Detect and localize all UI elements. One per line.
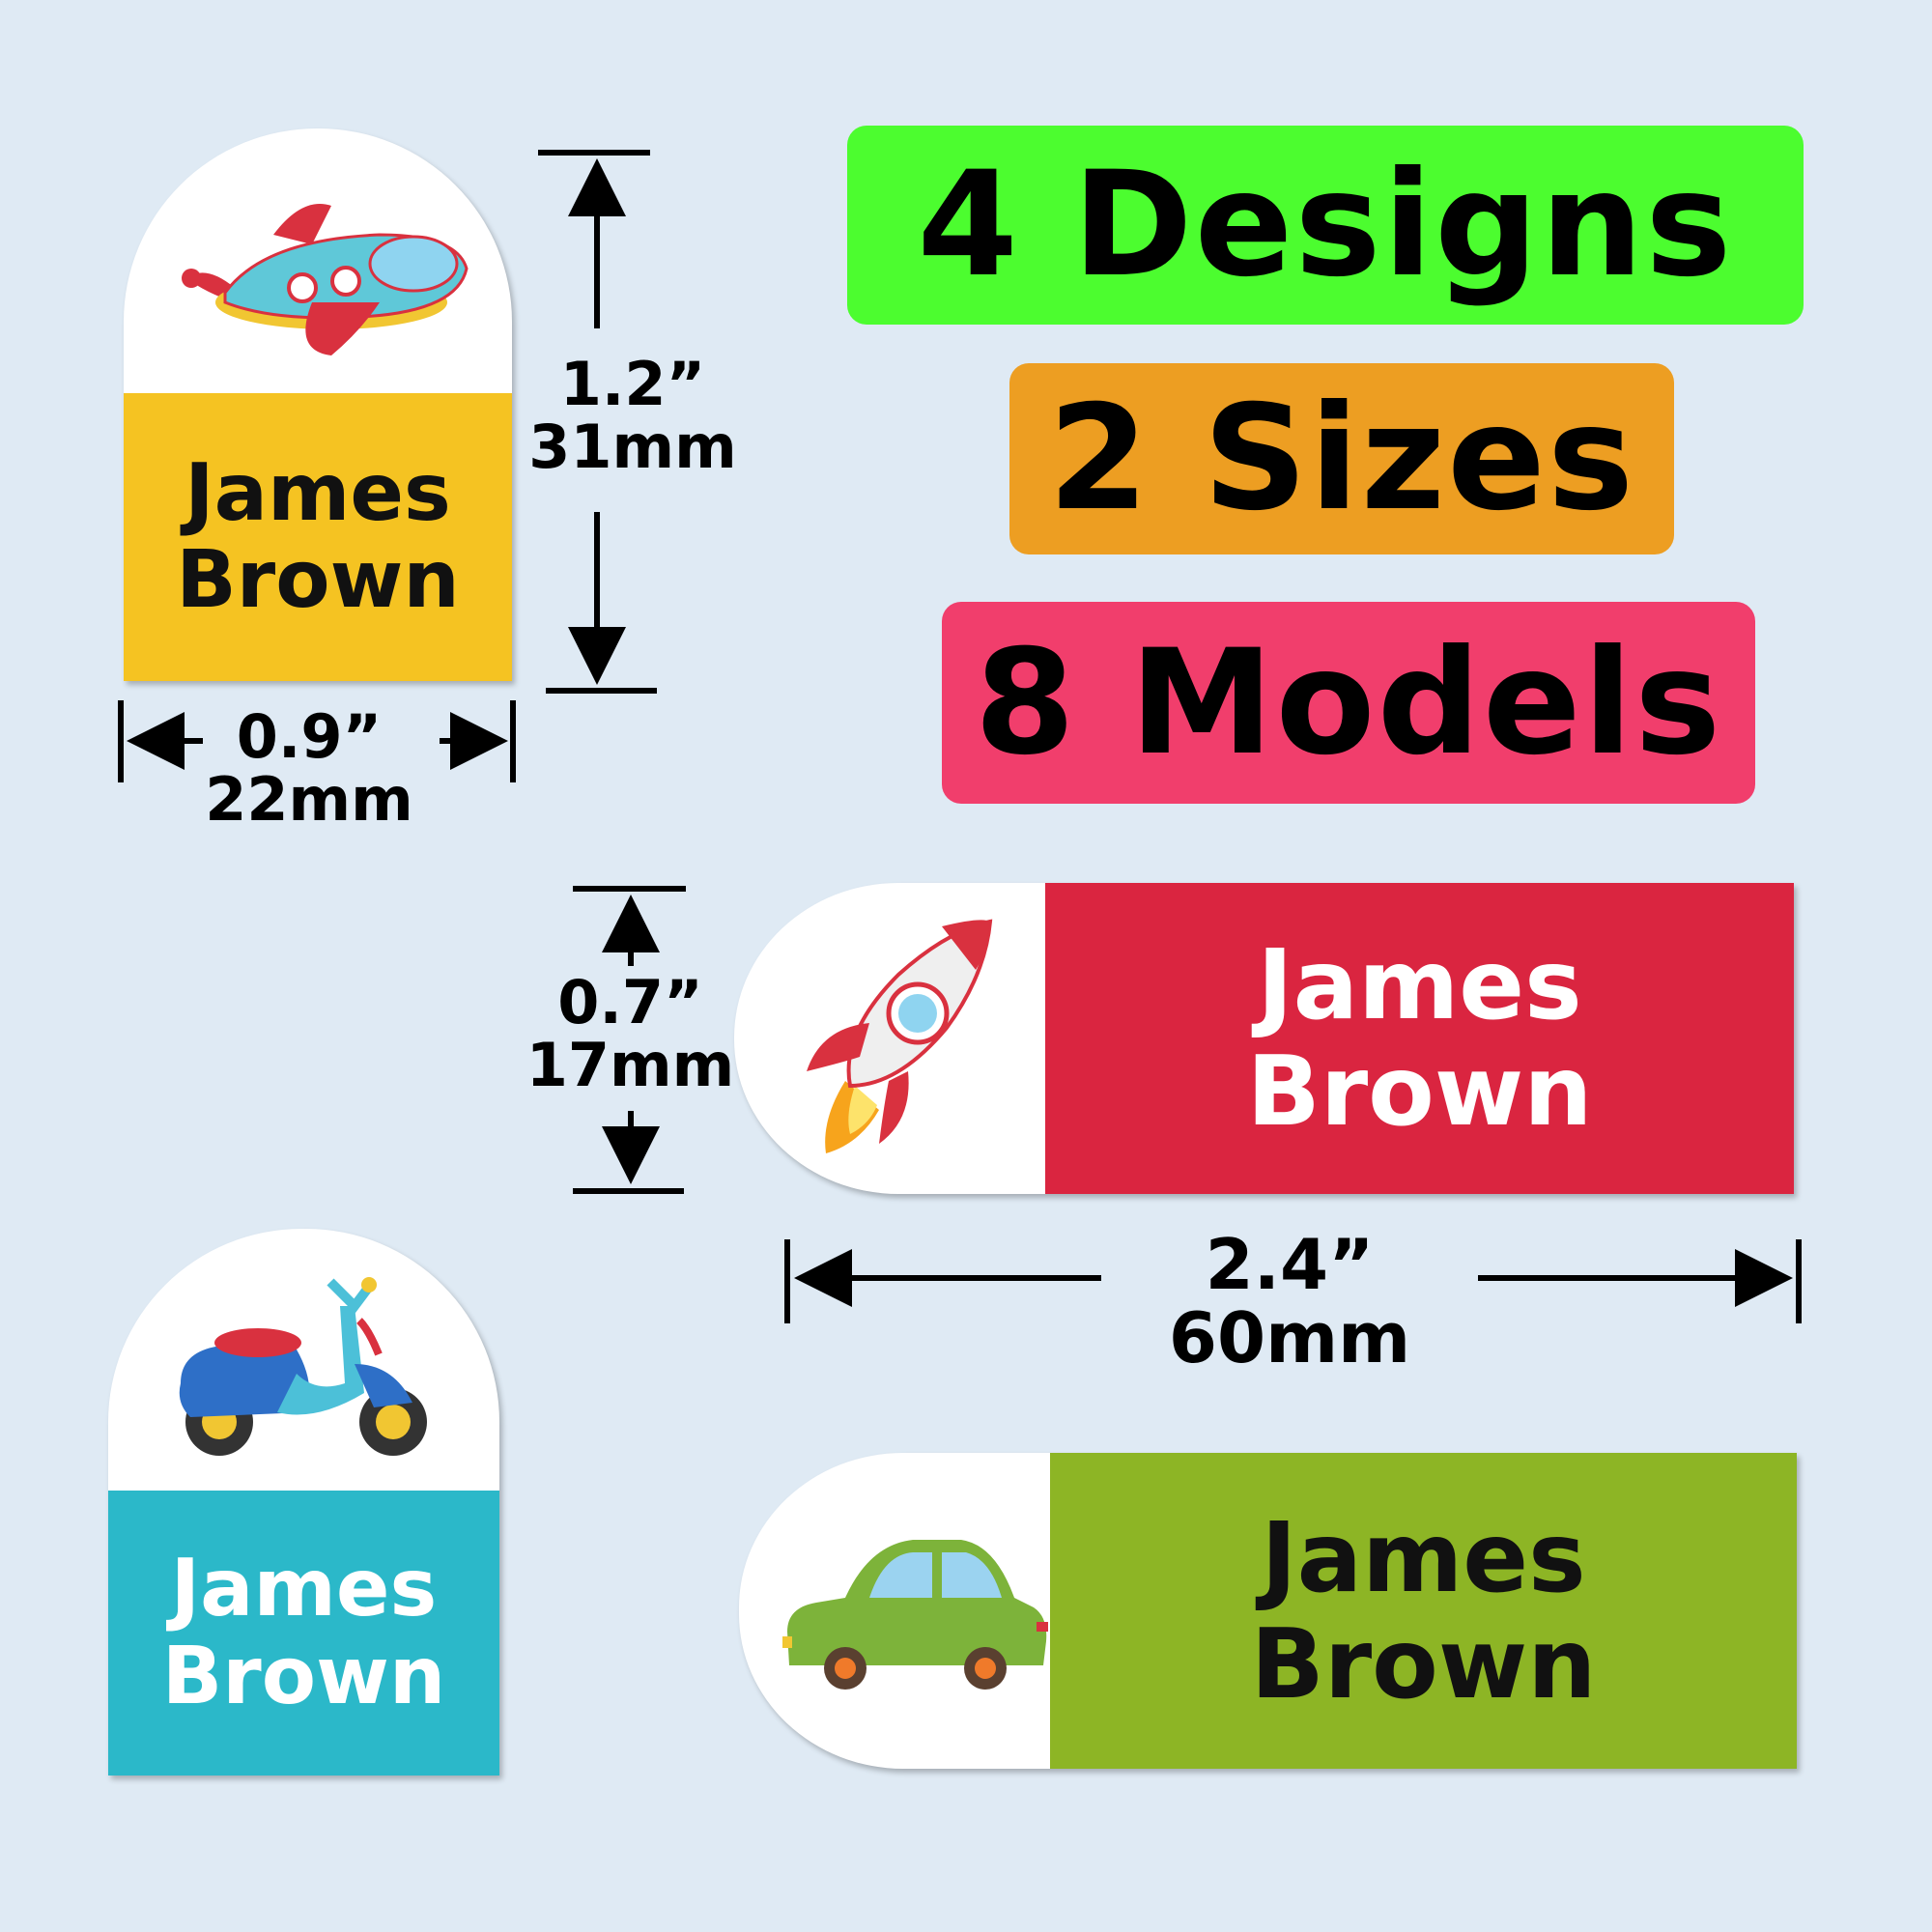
label-scooter-band: James Brown bbox=[108, 1491, 499, 1776]
label-rocket: James Brown bbox=[734, 883, 1794, 1194]
large-width-inches: 2.4” bbox=[1205, 1224, 1375, 1305]
label-name-first: James bbox=[170, 1543, 438, 1635]
sizes-badge: 2 Sizes bbox=[1009, 363, 1674, 554]
label-name-last: Brown bbox=[1250, 1606, 1597, 1720]
small-height-dimension: 1.2” 31mm bbox=[522, 353, 744, 478]
small-width-mm: 22mm bbox=[205, 764, 413, 836]
airplane-icon bbox=[167, 196, 476, 360]
label-airplane: James Brown bbox=[124, 128, 512, 681]
large-height-inches: 0.7” bbox=[557, 967, 703, 1037]
large-width-dimension: 2.4” 60mm bbox=[1140, 1224, 1439, 1378]
label-name-last: Brown bbox=[1246, 1035, 1593, 1148]
label-name-first: James bbox=[185, 446, 451, 539]
small-width-inches: 0.9” bbox=[236, 701, 383, 772]
label-name-last: Brown bbox=[161, 1630, 446, 1722]
small-width-dimension: 0.9” 22mm bbox=[193, 705, 425, 831]
small-height-mm: 31mm bbox=[528, 412, 737, 483]
label-scooter: James Brown bbox=[108, 1229, 499, 1776]
label-car-band: James Brown bbox=[1050, 1453, 1797, 1769]
large-height-mm: 17mm bbox=[526, 1030, 735, 1101]
scooter-icon bbox=[161, 1267, 441, 1461]
label-airplane-band: James Brown bbox=[124, 393, 512, 681]
small-height-inches: 1.2” bbox=[559, 349, 706, 419]
rocket-icon bbox=[792, 917, 1005, 1158]
label-car: James Brown bbox=[739, 1453, 1797, 1769]
car-icon bbox=[778, 1525, 1053, 1690]
label-name-first: James bbox=[1261, 1500, 1586, 1614]
large-height-dimension: 0.7” 17mm bbox=[507, 971, 753, 1096]
designs-badge: 4 Designs bbox=[847, 126, 1804, 325]
label-rocket-band: James Brown bbox=[1045, 883, 1794, 1194]
large-width-mm: 60mm bbox=[1168, 1296, 1411, 1378]
models-badge: 8 Models bbox=[942, 602, 1755, 804]
label-name-last: Brown bbox=[176, 534, 460, 626]
label-name-first: James bbox=[1257, 928, 1582, 1041]
